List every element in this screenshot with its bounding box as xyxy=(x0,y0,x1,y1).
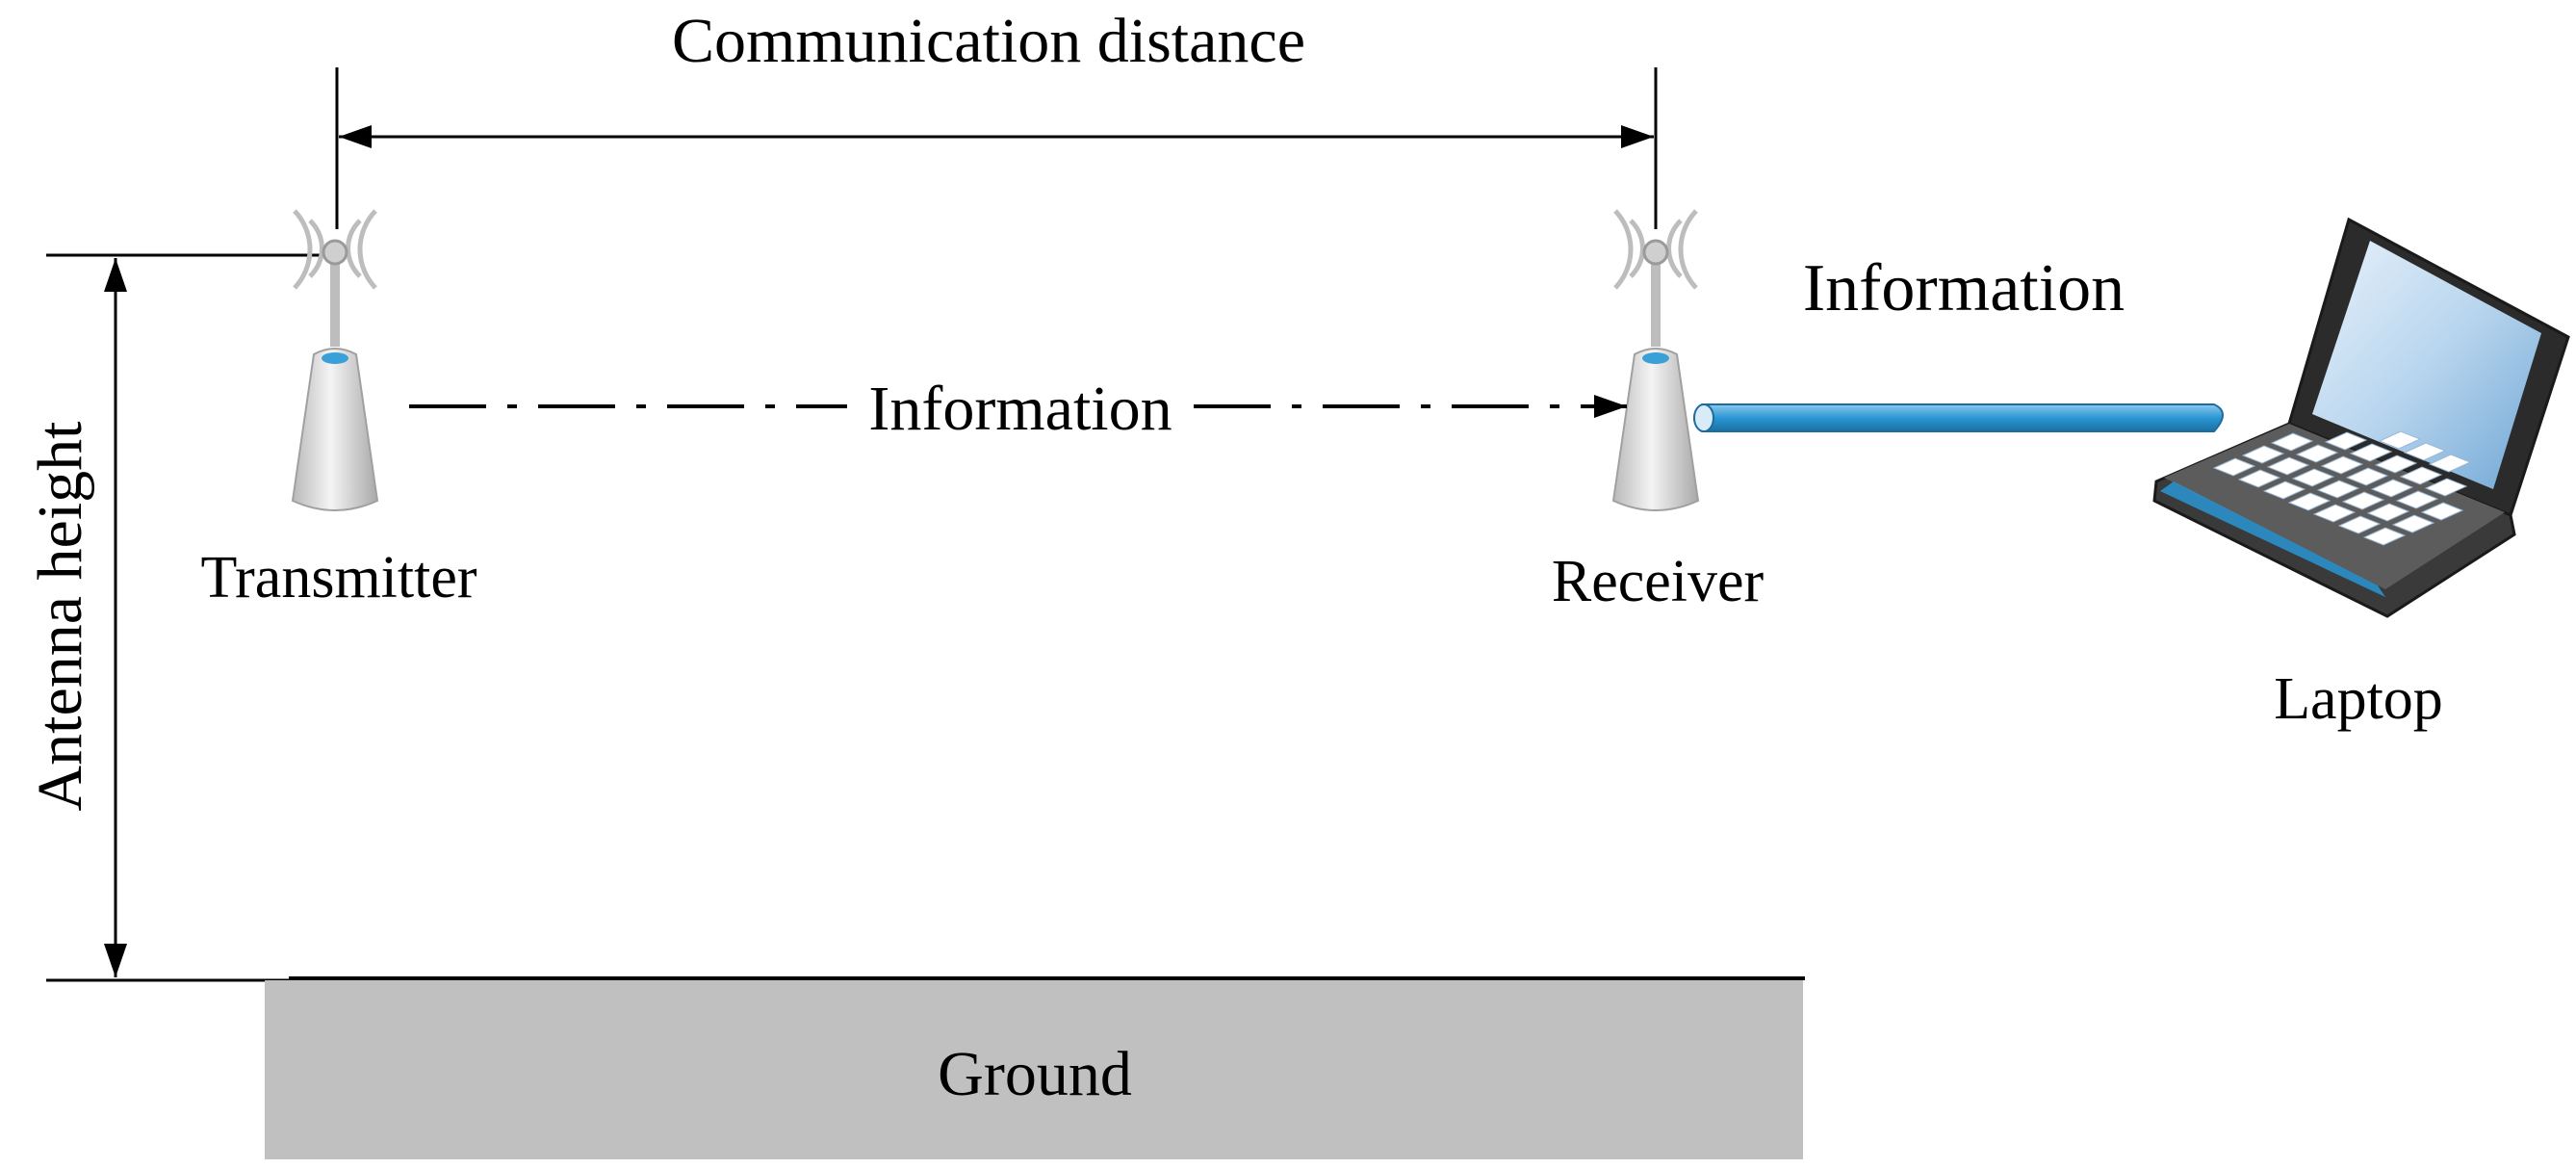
receiver-label: Receiver xyxy=(1552,549,1765,614)
antenna-icon xyxy=(291,209,379,511)
wired-information-link: Information xyxy=(1693,251,2224,432)
laptop-label: Laptop xyxy=(2274,666,2443,732)
antenna-height-label: Antenna height xyxy=(25,421,95,811)
wireless-information-label: Information xyxy=(868,374,1172,444)
ground-label: Ground xyxy=(938,1039,1132,1109)
communication-distance-label: Communication distance xyxy=(672,6,1305,76)
antenna-height-dimension: Antenna height xyxy=(25,253,327,982)
transmitter-label: Transmitter xyxy=(200,545,477,610)
receiver: Receiver xyxy=(1552,209,1765,614)
laptop: Laptop xyxy=(2152,217,2570,732)
transmitter: Transmitter xyxy=(200,209,477,610)
wireless-information-link: Information xyxy=(409,374,1627,444)
ground: Ground xyxy=(265,976,1805,1159)
wired-information-label: Information xyxy=(1803,251,2125,325)
antenna-icon xyxy=(1611,209,1700,511)
communication-distance-dimension: Communication distance xyxy=(335,6,1658,229)
laptop-icon xyxy=(2152,217,2570,618)
